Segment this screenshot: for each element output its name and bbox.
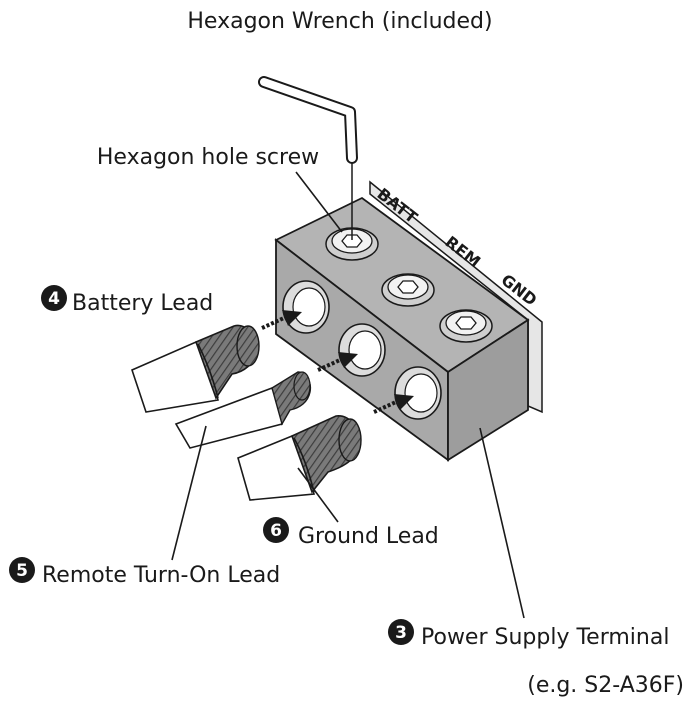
- label-ground-lead: Ground Lead: [298, 524, 439, 549]
- insert-arrow-gnd: [373, 394, 414, 414]
- terminal-side-face: [447, 318, 529, 462]
- label-battery-lead: Battery Lead: [72, 291, 213, 316]
- leader-ground: [297, 467, 339, 523]
- label-power-supply-terminal: Power Supply Terminal: [421, 625, 669, 650]
- remote-lead-wire: [174, 371, 312, 449]
- label-terminal-example: (e.g. S2-A36F): [527, 673, 684, 698]
- svg-text:4: 4: [48, 289, 60, 309]
- callout-ground-lead: 6 Ground Lead: [263, 517, 439, 549]
- label-hexagon-wrench: Hexagon Wrench (included): [187, 9, 492, 34]
- leader-screw: [295, 171, 343, 233]
- insert-arrow-batt: [261, 310, 302, 330]
- hole-batt: [282, 280, 330, 334]
- svg-text:5: 5: [16, 561, 28, 581]
- hole-rem: [338, 323, 386, 377]
- callout-power-supply-terminal: 3 Power Supply Terminal: [388, 619, 669, 650]
- callout-battery-lead: 4 Battery Lead: [41, 285, 213, 316]
- insert-arrow-rem: [317, 352, 358, 372]
- callout-remote-lead: 5 Remote Turn-On Lead: [9, 557, 280, 588]
- hole-gnd: [394, 366, 442, 420]
- power-supply-terminal-block: BATT REM GND: [274, 180, 543, 462]
- label-hexagon-screw: Hexagon hole screw: [97, 145, 319, 170]
- svg-text:3: 3: [395, 623, 407, 643]
- label-remote-lead: Remote Turn-On Lead: [42, 563, 280, 588]
- battery-lead-wire: [131, 324, 260, 413]
- ground-lead-wire: [237, 415, 362, 501]
- hexagon-wrench-icon: [258, 76, 358, 240]
- screw-rem: [381, 273, 435, 307]
- leader-terminal: [479, 427, 525, 619]
- leader-remote: [171, 425, 207, 561]
- svg-text:6: 6: [270, 521, 282, 541]
- screw-gnd: [439, 309, 493, 343]
